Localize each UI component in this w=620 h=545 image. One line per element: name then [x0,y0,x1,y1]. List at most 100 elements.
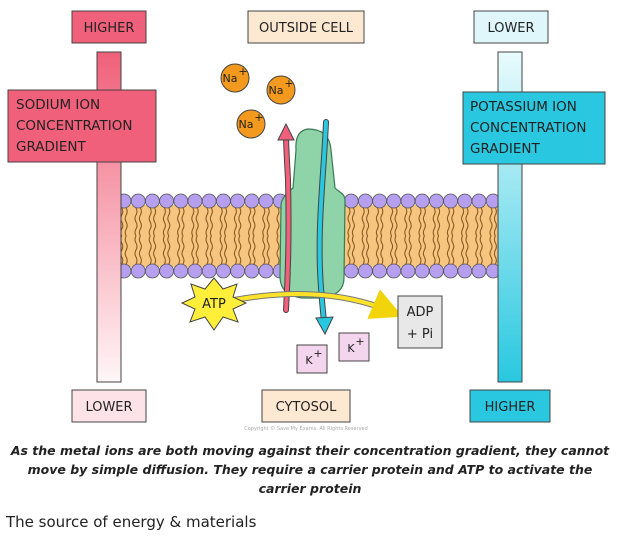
lipid-tail [181,235,185,265]
phospholipid-head [144,263,160,279]
atp-to-adp-arrow [231,289,404,319]
phospholipid-head [187,193,203,209]
lipid-tail [408,207,412,237]
lipid-tail [489,207,493,237]
section-heading: The source of energy & materials [6,513,257,531]
phospholipid-head [357,263,373,279]
sodium-gradient-line-1: SODIUM ION [16,97,100,113]
lipid-tail [124,207,128,237]
lipid-tail [375,207,379,237]
lipid-tail [422,235,426,265]
phospholipid-head [443,263,459,279]
phospholipid-head [414,193,430,209]
top-right-box: LOWER [473,10,549,44]
lipid-tail [408,235,412,265]
phospholipid-head [215,193,231,209]
sodium-gradient-box: SODIUM ION CONCENTRATION GRADIENT [7,89,157,163]
bottom-left-label: LOWER [85,400,132,415]
phospholipid-head [457,193,473,209]
top-left-box: HIGHER [71,10,147,44]
lipid-tail [181,207,185,237]
lipid-tail [446,235,450,265]
lipid-tail [138,207,142,237]
potassium-gradient-box: POTASSIUM ION CONCENTRATION GRADIENT [462,91,606,165]
sodium-ion-1: Na + [220,63,250,93]
phospholipid-head [428,263,444,279]
phospholipid-head [173,193,189,209]
pi-label: + Pi [407,327,433,342]
lipid-tail [404,207,408,237]
phospholipid-heads-inner [116,263,501,279]
lipid-tail [475,235,479,265]
phospholipid-head [457,263,473,279]
phospholipid-head [357,193,373,209]
atp-label: ATP [202,297,226,312]
figure-caption: As the metal ions are both moving agains… [0,441,620,498]
sodium-ion-2: Na + [266,75,296,105]
lipid-tail [248,207,252,237]
lipid-tail [252,207,256,237]
lipid-tail [394,235,398,265]
lipid-tail [248,235,252,265]
lipid-tail [493,207,497,237]
lipid-tail [361,235,365,265]
sodium-ion-symbol: Na [223,72,238,85]
phospholipid-head [130,193,146,209]
lipid-tail [380,235,384,265]
lipid-tail [451,235,455,265]
phospholipid-head [443,193,459,209]
lipid-tail [191,207,195,237]
phospholipid-head [244,263,260,279]
lipid-tail [262,207,266,237]
sodium-gradient-line-2: CONCENTRATION [16,118,132,134]
phospholipid-head [372,193,388,209]
caption-line-2: move by simple diffusion. They require a… [27,462,593,477]
lipid-tail [493,235,497,265]
phospholipid-head [244,193,260,209]
lipid-tail [276,235,280,265]
lipid-tail [351,207,355,237]
phospholipid-head [386,193,402,209]
phospholipid-head [187,263,203,279]
phospholipid-head [230,263,246,279]
lipid-tail [404,235,408,265]
lipid-tail [361,207,365,237]
lipid-tail [134,207,138,237]
lipid-tail [262,235,266,265]
lipid-tail [418,207,422,237]
lipid-tail [475,207,479,237]
lipid-tail [167,207,171,237]
bottom-left-box: LOWER [71,389,147,423]
lipid-tail [418,235,422,265]
lipid-tail [266,235,270,265]
phospholipid-head [258,263,274,279]
potassium-ion-charge: + [313,347,322,360]
sodium-transport-arrow [277,122,295,313]
potassium-ion-1: K + [338,332,370,362]
lipid-tail [390,235,394,265]
phospholipid-head [201,193,217,209]
top-right-label: LOWER [487,21,534,36]
lipid-tail [394,207,398,237]
sodium-gradient-line-3: GRADIENT [16,139,87,155]
lipid-tail [432,235,436,265]
lipid-tail [451,207,455,237]
lipid-tail [233,207,237,237]
atp-star-shape [180,277,248,331]
lipid-tail [465,235,469,265]
lipid-tail [209,235,213,265]
sodium-ion-charge: + [254,111,263,124]
carrier-protein [279,128,346,299]
lipid-tail [422,207,426,237]
atp-starburst: ATP [180,277,248,331]
phospholipid-head [343,263,359,279]
lipid-tail [380,207,384,237]
phospholipid-head [400,193,416,209]
lipid-tail [153,207,157,237]
lipid-tail [489,235,493,265]
potassium-ion-symbol: K [305,354,313,367]
lipid-tail [266,207,270,237]
sodium-ion-3: Na + [236,109,266,139]
adp-pi-box: ADP + Pi [397,295,443,349]
caption-line-3: carrier protein [258,481,362,496]
